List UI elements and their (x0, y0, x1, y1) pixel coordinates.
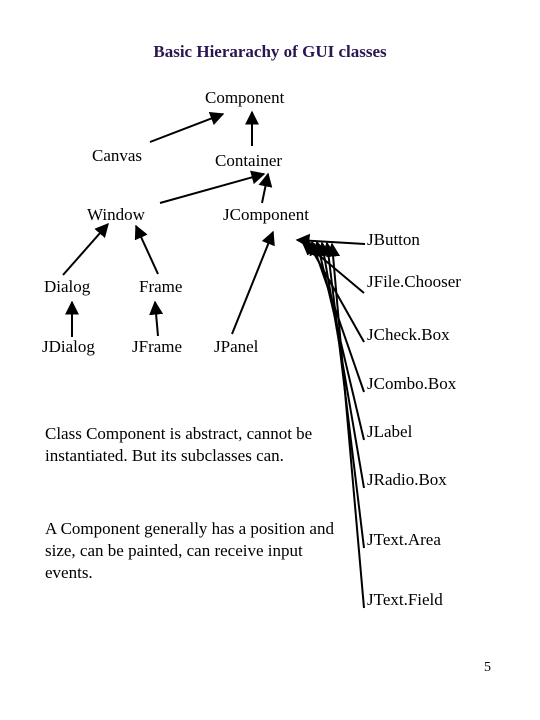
edge-dialog-window (62, 222, 109, 276)
node-jcombobox: JCombo.Box (367, 374, 457, 393)
page-title: Basic Hierarachy of GUI classes (153, 42, 387, 61)
edge-frame-window (134, 224, 159, 275)
node-jbutton: JButton (367, 230, 420, 249)
node-jradiobox: JRadio.Box (367, 470, 447, 489)
node-jfilechooser: JFile.Chooser (367, 272, 461, 291)
node-dialog: Dialog (44, 277, 91, 296)
edge-canvas-component (149, 111, 225, 143)
edge-jpanel-jcomponent (231, 230, 275, 335)
edge-jcomponent-container (258, 172, 273, 204)
node-jframe: JFrame (132, 337, 183, 356)
edge-window-container (159, 170, 266, 204)
node-jtextarea: JText.Area (367, 530, 441, 549)
node-jdialog: JDialog (42, 337, 95, 356)
node-canvas: Canvas (92, 146, 143, 165)
node-jtextfield: JText.Field (367, 590, 443, 609)
note-capabilities: A Component generally has a position and… (45, 519, 334, 582)
node-jlabel: JLabel (367, 422, 413, 441)
node-jcheckbox: JCheck.Box (367, 325, 450, 344)
page-number: 5 (484, 660, 491, 675)
node-window: Window (87, 205, 145, 224)
node-component: Component (205, 88, 285, 107)
note-abstract: Class Component is abstract, cannot be i… (45, 424, 313, 465)
node-jpanel: JPanel (214, 337, 259, 356)
node-container: Container (215, 151, 283, 170)
edge-jtextfield-jcomponent (326, 242, 365, 609)
node-jcomponent: JComponent (223, 205, 309, 224)
edge-jframe-frame (149, 300, 164, 337)
node-frame: Frame (139, 277, 183, 296)
